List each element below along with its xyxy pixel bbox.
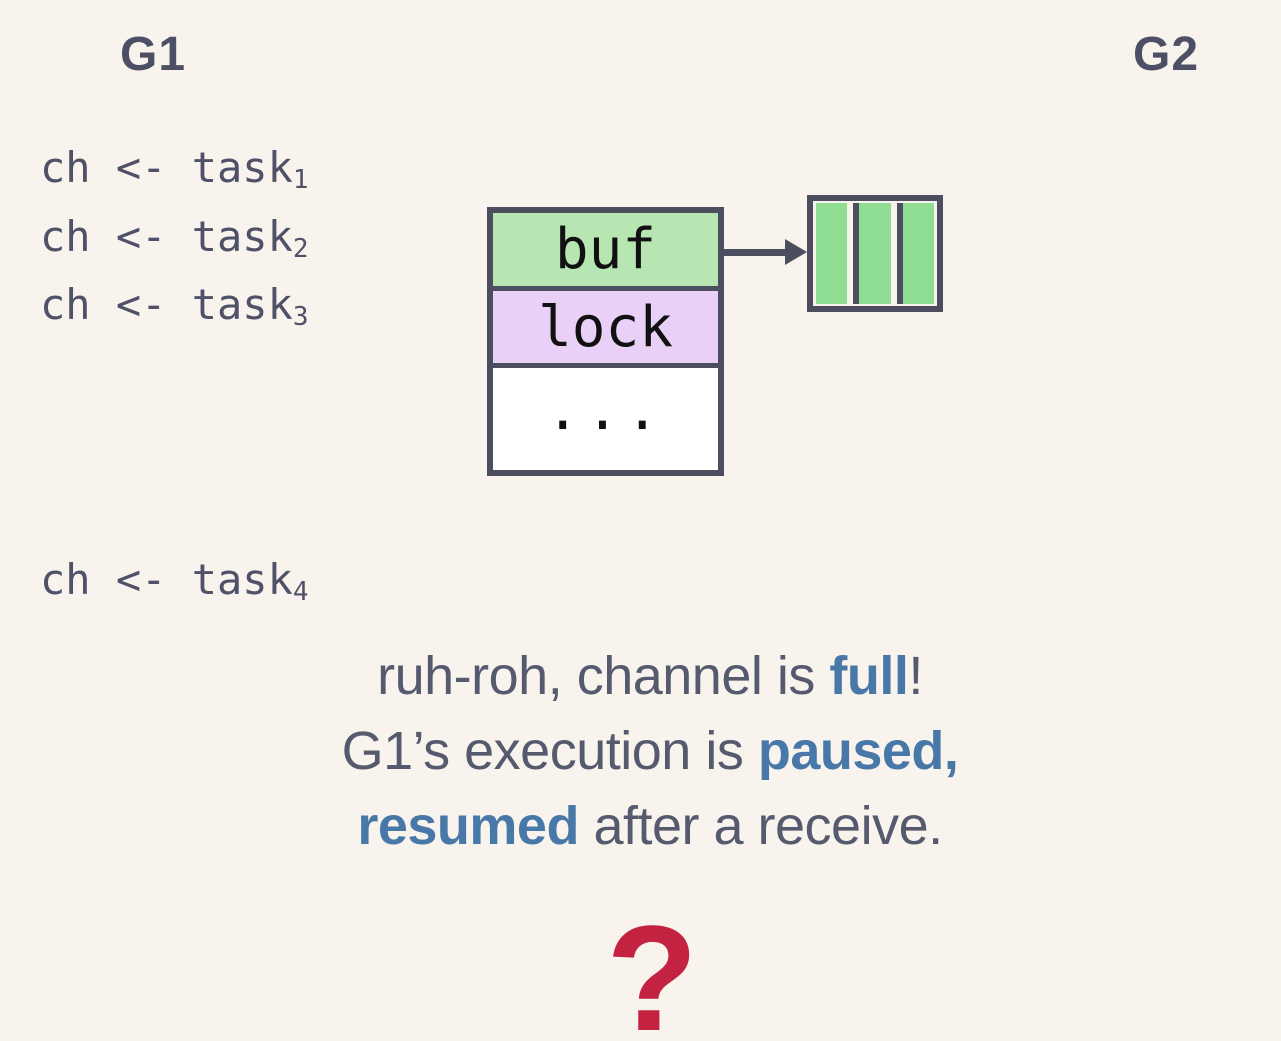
struct-field-buf: buf xyxy=(493,213,718,291)
buf-pointer-arrow-line xyxy=(724,249,788,256)
channel-struct-box: buf lock... xyxy=(487,207,724,476)
caption-segment: ruh-roh, channel is xyxy=(377,646,830,706)
struct-field-lock: lock xyxy=(493,291,718,368)
buffer-slot xyxy=(816,203,848,304)
caption-line: G1’s execution is paused, xyxy=(150,714,1150,789)
struct-field-label: ... xyxy=(545,377,666,443)
caption-text: ruh-roh, channel is full!G1’s execution … xyxy=(150,639,1150,864)
buf-pointer-arrow-icon xyxy=(785,239,807,265)
caption-segment: ! xyxy=(908,646,923,706)
goroutine-label-g1: G1 xyxy=(119,28,187,81)
code-subscript: 4 xyxy=(292,577,309,607)
question-mark: ? xyxy=(606,894,698,1041)
caption-emphasis: full xyxy=(829,646,909,706)
code-text: ch <- task xyxy=(40,143,293,192)
caption-emphasis: resumed xyxy=(357,796,579,856)
caption-segment: G1’s execution is xyxy=(341,721,758,781)
code-text: ch <- task xyxy=(40,211,293,261)
channel-buffer-box xyxy=(807,195,943,312)
caption-line: ruh-roh, channel is full! xyxy=(150,639,1150,714)
code-line-blocked-send: ch <- task4 xyxy=(40,546,309,615)
struct-field-label: lock xyxy=(538,294,673,360)
buffer-slot xyxy=(853,203,891,304)
code-subscript: 3 xyxy=(292,302,309,332)
code-text: ch <- task xyxy=(40,280,293,329)
caption-segment: after a receive. xyxy=(578,796,943,856)
goroutine-label-g2: G2 xyxy=(1132,28,1200,81)
code-line: ch <- task3 xyxy=(40,271,309,340)
buffer-slot xyxy=(896,203,934,304)
caption-line: resumed after a receive. xyxy=(150,789,1150,864)
code-text: ch <- task xyxy=(40,555,293,604)
code-line: ch <- task1 xyxy=(40,134,309,203)
code-subscript: 1 xyxy=(292,165,309,195)
struct-field-: ... xyxy=(493,368,718,470)
code-line: ch <- task2 xyxy=(40,203,309,272)
code-subscript: 2 xyxy=(292,233,309,264)
struct-field-label: buf xyxy=(554,217,657,282)
caption-emphasis: paused, xyxy=(757,721,959,781)
